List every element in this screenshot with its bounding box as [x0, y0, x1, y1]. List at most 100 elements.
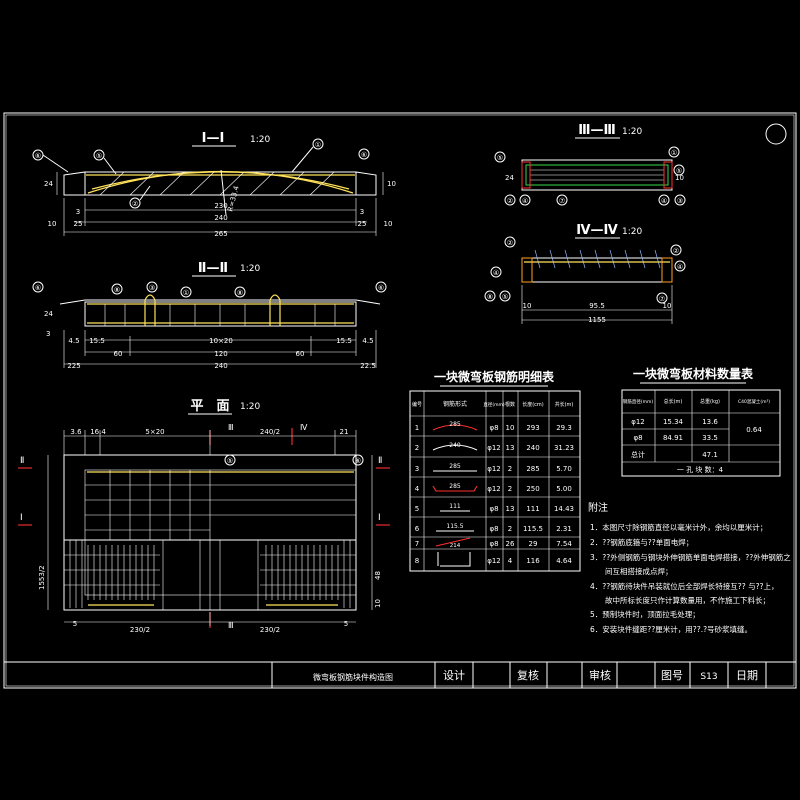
plan-dim-10: 10: [374, 599, 382, 608]
plan-view: 平 面 1:20: [18, 399, 390, 634]
note-line: 故中所标长度只作计算数量用，不作施工下料长；: [590, 595, 770, 605]
rebar-row-length: 250: [526, 485, 539, 493]
mat-row-dia: φ12: [631, 418, 645, 426]
plan-title: 平 面: [190, 399, 229, 414]
material-table-title: 一块微弯板材料数量表: [633, 366, 754, 381]
rebar-row-total: 4.64: [556, 557, 572, 565]
rebar-row-dia: φ12: [487, 557, 501, 565]
dim2-120: 120: [214, 350, 227, 358]
rebar-row-no: 5: [415, 505, 419, 513]
section-1-arc-label: R=33.4: [226, 185, 241, 213]
note-line: 4．??钢筋待块件吊装就位后全部焊长特接互?? 与??上，: [590, 581, 779, 591]
mat-hdr-len: 总长(m): [664, 398, 683, 405]
dim2-15.5-right: 15.5: [336, 337, 352, 345]
dim-height-10: 10: [387, 180, 396, 188]
sec3-callout-2: ②: [507, 197, 513, 205]
rebar-row-total: 14.43: [554, 505, 574, 513]
cut-1-right: Ⅰ: [378, 513, 381, 523]
rebar-rows: 1 285 φ8 10 293 29.3 2 240 φ12 13 240 31…: [415, 421, 574, 567]
rebar-row-dia: φ8: [489, 424, 498, 432]
review-label: 复核: [517, 668, 539, 682]
rebar-hdr-no: 编号: [412, 401, 422, 408]
mat-hdr-dia: 钢筋直径(mm): [623, 398, 654, 405]
cut-2-right: Ⅱ: [378, 456, 382, 466]
rebar-row-shape: 285: [449, 463, 461, 470]
plan-dim-5x20: 5×20: [145, 428, 164, 436]
sec3-dim-24: 24: [505, 174, 514, 182]
section-2-view: Ⅱ—Ⅱ 1:20 4.5 15.5 10×20 15.5 4.5 60 120 …: [32, 261, 387, 370]
drawing-name: 微弯板钢筋块件构造图: [313, 672, 393, 682]
section-3-scale: 1:20: [622, 127, 642, 137]
section-2-title: Ⅱ—Ⅱ: [198, 261, 228, 276]
rebar-row-dia: φ8: [489, 505, 498, 513]
mat-row-conc: 0.64: [746, 426, 762, 434]
sec3-callout-4r: ④: [661, 197, 667, 205]
rebar-row-dia: φ12: [487, 485, 501, 493]
rebar-row-dia: φ8: [489, 540, 498, 548]
section-4-scale: 1:20: [622, 227, 642, 237]
callout2-8a: ⑧: [114, 286, 120, 294]
sec4-callout-7: ⑦: [659, 295, 665, 303]
dim-right-10: 10: [384, 220, 393, 228]
callout2-8b: ⑧: [237, 289, 243, 297]
dim-230: 230: [214, 202, 227, 210]
rebar-row-count: 4: [508, 557, 513, 565]
rebar-row-dia: φ12: [487, 465, 501, 473]
dim2-240: 240: [214, 362, 227, 370]
rebar-row-shape: 240: [449, 442, 461, 449]
plan-dim-5-right: 5: [344, 620, 348, 628]
sec3-callout-5: ⑤: [497, 154, 503, 162]
rebar-row-length: 111: [526, 505, 539, 513]
rebar-row-shape: 214: [450, 543, 461, 549]
dim2-24: 24: [44, 310, 53, 318]
sec3-callout-5r: ⑤: [676, 167, 682, 175]
dim-left-3: 3: [76, 208, 80, 216]
dim-265: 265: [214, 230, 227, 238]
note-line: 3．??外侧钢筋与钢块外伸钢筋单面电焊搭接，??外伸钢筋之: [590, 552, 791, 562]
plan-scale: 1:20: [240, 402, 260, 412]
dim-right-25: 25: [358, 220, 367, 228]
mat-hdr-conc: C40混凝土(m³): [738, 398, 770, 405]
sec4-callout-8: ⑧: [487, 293, 493, 301]
rebar-hdr-dia: 直径(mm): [483, 401, 505, 408]
callout-6-left: ⑥: [35, 152, 41, 160]
dim2-3: 3: [46, 330, 50, 338]
dim2-4.5-left: 4.5: [68, 337, 79, 345]
rebar-row-dia: φ8: [489, 525, 498, 533]
callout-5: ⑤: [96, 152, 102, 160]
plan-dim-5-left: 5: [73, 620, 77, 628]
dim2-15.5-left: 15.5: [89, 337, 105, 345]
rebar-row-total: 29.3: [556, 424, 572, 432]
notes-title: 附注: [588, 501, 608, 514]
plan-dim-48: 48: [374, 571, 382, 580]
sec4-callout-5: ⑤: [502, 293, 508, 301]
rebar-hdr-total: 共长(m): [555, 401, 574, 408]
cut-1-left: Ⅰ: [20, 513, 23, 523]
rebar-row-shape: 285: [449, 483, 461, 490]
rebar-row-length: 285: [526, 465, 539, 473]
callout-1: ①: [315, 141, 321, 149]
rebar-row-total: 5.70: [556, 465, 572, 473]
dim2-10x20: 10×20: [209, 337, 233, 345]
rebar-hdr-count: 根数: [505, 401, 515, 408]
plan-dim-3.6: 3.6: [70, 428, 82, 436]
rebar-row-no: 1: [415, 424, 419, 432]
dim-left-10: 10: [48, 220, 57, 228]
rebar-row-shape: 115.5: [446, 523, 463, 530]
cut-4-top: Ⅳ: [300, 423, 308, 432]
plan-dim-16.4: 16.4: [90, 428, 106, 436]
rebar-row-total: 31.23: [554, 444, 574, 452]
rebar-row-length: 240: [526, 444, 539, 452]
rebar-row-length: 29: [529, 540, 538, 548]
rebar-row-count: 10: [506, 424, 515, 432]
plan-callout-5: ⑤: [227, 457, 233, 465]
material-table: 一块微弯板材料数量表 钢筋直径(mm) 总长(m) 总重(kg) C40混凝土(…: [621, 366, 781, 477]
dim2-225: 225: [67, 362, 80, 370]
cut-3-bottom: Ⅲ: [228, 621, 234, 630]
dim-240: 240: [214, 214, 227, 222]
callout2-3: ③: [149, 284, 155, 292]
rebar-row-total: 5.00: [556, 485, 572, 493]
note-line: 间互相搭接成点焊；: [590, 566, 673, 576]
note-line: 5．预制块件时，顶面拉毛处理；: [590, 609, 700, 619]
callout-2: ②: [132, 200, 138, 208]
